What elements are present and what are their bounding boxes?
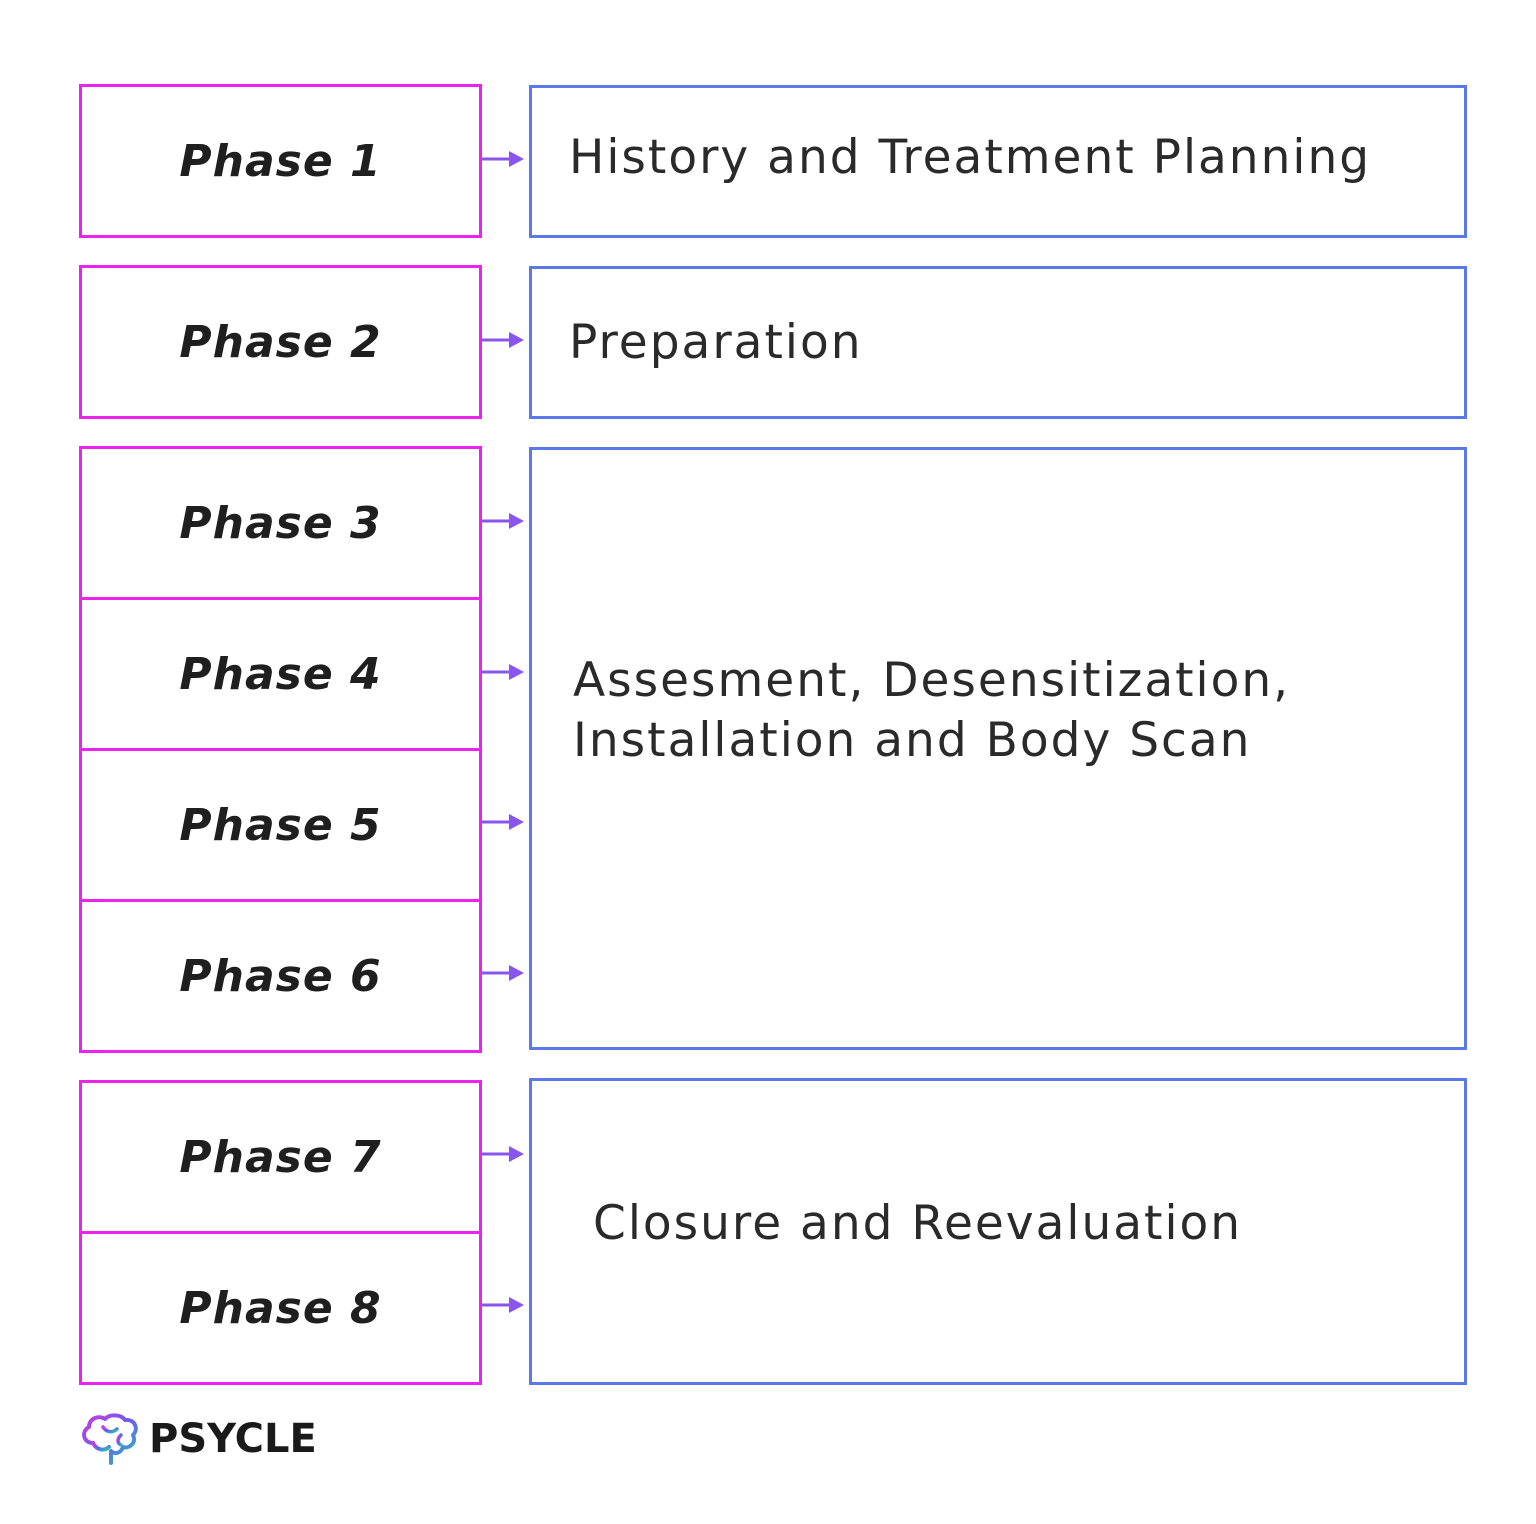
phase-6-label: Phase 6 xyxy=(179,950,382,1002)
arrow-phase-1 xyxy=(481,151,524,167)
brain-logo-icon xyxy=(82,1413,138,1465)
phase-5-label: Phase 5 xyxy=(179,799,382,851)
description-preparation-text: Preparation xyxy=(569,315,863,370)
description-closure-text: Closure and Reevaluation xyxy=(593,1196,1243,1251)
description-assessment-line-2: Installation and Body Scan xyxy=(573,713,1252,768)
phase-5-box: Phase 5 xyxy=(79,748,482,902)
phase-2-label: Phase 2 xyxy=(179,316,382,368)
description-box-closure: Closure and Reevaluation xyxy=(529,1078,1467,1385)
phase-3-label: Phase 3 xyxy=(179,497,382,549)
description-box-history: History and Treatment Planning xyxy=(529,85,1467,238)
phase-3-box: Phase 3 xyxy=(79,446,482,600)
phase-6-box: Phase 6 xyxy=(79,899,482,1053)
arrow-phase-5 xyxy=(481,814,524,830)
phase-8-label: Phase 8 xyxy=(179,1282,382,1334)
phase-1-label: Phase 1 xyxy=(179,135,382,187)
phase-7-box: Phase 7 xyxy=(79,1080,482,1234)
phase-2-box: Phase 2 xyxy=(79,265,482,419)
brand-name: PSYCLE xyxy=(149,1416,317,1462)
description-box-preparation: Preparation xyxy=(529,266,1467,419)
phase-8-box: Phase 8 xyxy=(79,1231,482,1385)
arrow-phase-7 xyxy=(481,1146,524,1162)
phase-1-box: Phase 1 xyxy=(79,84,482,238)
phase-7-label: Phase 7 xyxy=(179,1131,382,1183)
arrow-phase-3 xyxy=(481,513,524,529)
arrow-phase-6 xyxy=(481,965,524,981)
arrow-phase-2 xyxy=(481,332,524,348)
brand-logo: PSYCLE xyxy=(79,1412,317,1466)
phase-4-label: Phase 4 xyxy=(179,648,382,700)
arrow-phase-4 xyxy=(481,664,524,680)
arrow-phase-8 xyxy=(481,1297,524,1313)
description-history-text: History and Treatment Planning xyxy=(569,130,1372,185)
phase-4-box: Phase 4 xyxy=(79,597,482,751)
description-assessment-line-1: Assesment, Desensitization, xyxy=(573,653,1291,708)
description-box-assessment: Assesment, Desensitization, Installation… xyxy=(529,447,1467,1050)
